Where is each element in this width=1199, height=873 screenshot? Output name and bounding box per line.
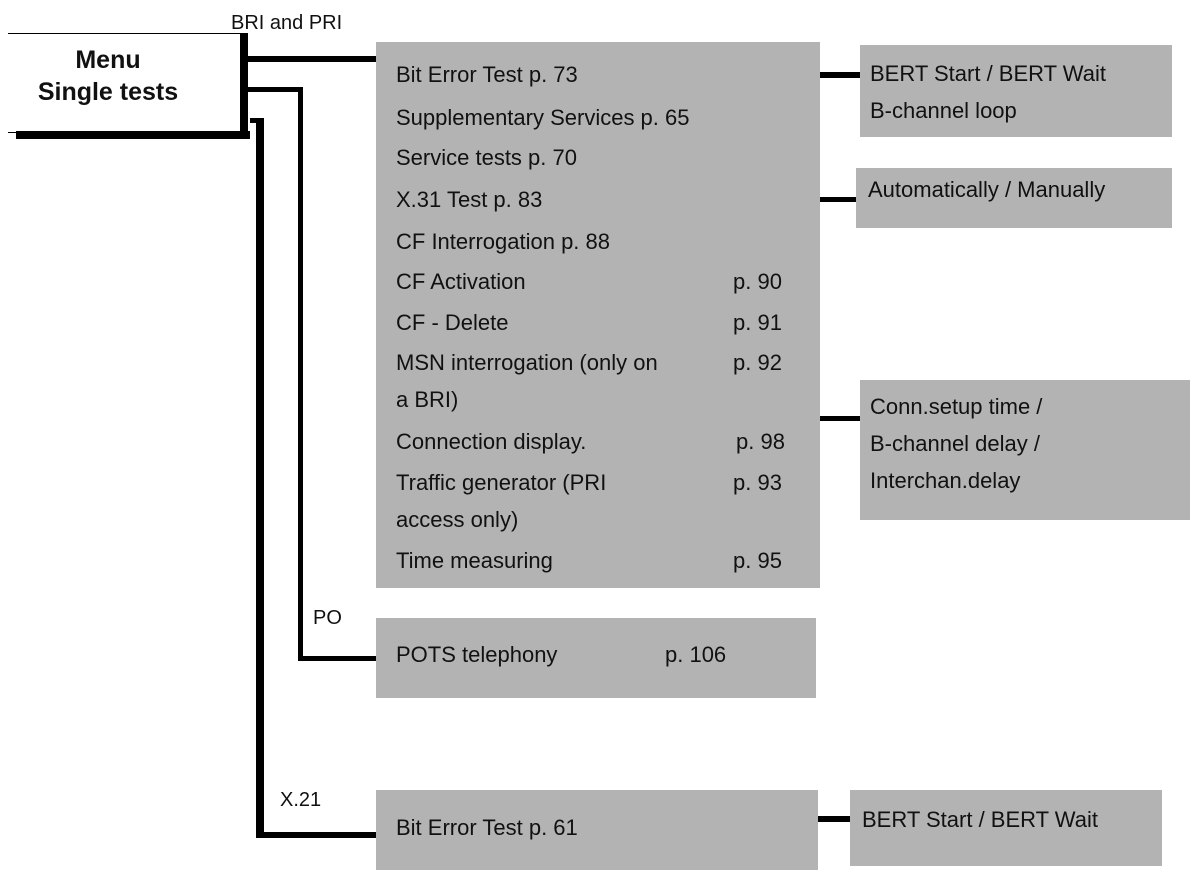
bert-options-box xyxy=(860,45,1172,137)
x21-text: Bit Error Test p. 61 xyxy=(396,815,578,840)
list-item-page: p. 95 xyxy=(733,548,782,573)
list-item-text: CF Interrogation p. 88 xyxy=(396,229,611,254)
list-item-text: Supplementary Services p. 65 xyxy=(396,105,690,130)
x21-bert-box xyxy=(850,790,1162,866)
connector-x21-vertical xyxy=(256,118,264,838)
menu-box xyxy=(8,33,244,133)
connector-auto xyxy=(820,197,856,202)
pots-text: POTS telephony xyxy=(396,642,558,667)
list-item-text: a BRI) xyxy=(396,387,459,412)
branch-label-po: PO xyxy=(313,607,342,629)
pots-page: p. 106 xyxy=(665,642,727,667)
list-item-text: CF - Delete xyxy=(396,310,509,335)
list-item-text: access only) xyxy=(396,507,519,532)
connector-po-bottom xyxy=(298,656,376,661)
single-tests-list-box xyxy=(376,42,820,588)
bert-options-line-1: BERT Start / BERT Wait xyxy=(870,61,1106,86)
x21-box xyxy=(376,790,818,870)
list-item-text: X.31 Test p. 83 xyxy=(396,187,543,212)
time-measuring-line-1: Conn.setup time / xyxy=(870,394,1043,419)
list-item-text: Connection display. xyxy=(396,429,587,454)
list-item-text: Time measuring xyxy=(396,548,553,573)
x21-bert-text: BERT Start / BERT Wait xyxy=(862,807,1098,832)
menu-box-shadow-right xyxy=(240,33,248,139)
connector-x21-bottom xyxy=(256,832,376,838)
x31-mode-text: Automatically / Manually xyxy=(868,177,1106,202)
branch-label-bri-pri: BRI and PRI xyxy=(231,12,343,34)
time-measuring-line-3: Interchan.delay xyxy=(870,468,1021,493)
menu-title-line-2: Single tests xyxy=(37,78,179,106)
connector-conn xyxy=(820,416,860,421)
list-item-page: p. 90 xyxy=(733,269,782,294)
menu-box-shadow xyxy=(16,131,250,139)
list-item-page: p. 92 xyxy=(733,350,782,375)
time-measuring-box xyxy=(860,380,1190,520)
connector-bert2 xyxy=(818,816,850,822)
list-item-text: Service tests p. 70 xyxy=(396,145,577,170)
list-item-text: Bit Error Test p. 73 xyxy=(396,62,578,87)
connector-bert xyxy=(820,72,860,78)
connector-po-top xyxy=(248,87,300,92)
connector-bri-pri xyxy=(244,56,376,62)
menu-title-line-1: Menu xyxy=(75,46,141,74)
branch-label-x21: X.21 xyxy=(280,789,322,811)
time-measuring-line-2: B-channel delay / xyxy=(870,431,1040,456)
menu-title: Menu Single tests xyxy=(8,44,208,108)
list-item-text: Traffic generator (PRI xyxy=(396,470,607,495)
connector-po-vertical xyxy=(298,87,303,661)
list-item-page: p. 98 xyxy=(736,429,785,454)
pots-box xyxy=(376,618,816,698)
list-item-page: p. 93 xyxy=(733,470,782,495)
list-item-text: CF Activation xyxy=(396,269,526,294)
list-item-text: MSN interrogation (only on xyxy=(396,350,658,375)
x31-mode-box xyxy=(856,168,1172,228)
list-item-page: p. 91 xyxy=(733,310,782,335)
bert-options-line-2: B-channel loop xyxy=(870,98,1017,123)
